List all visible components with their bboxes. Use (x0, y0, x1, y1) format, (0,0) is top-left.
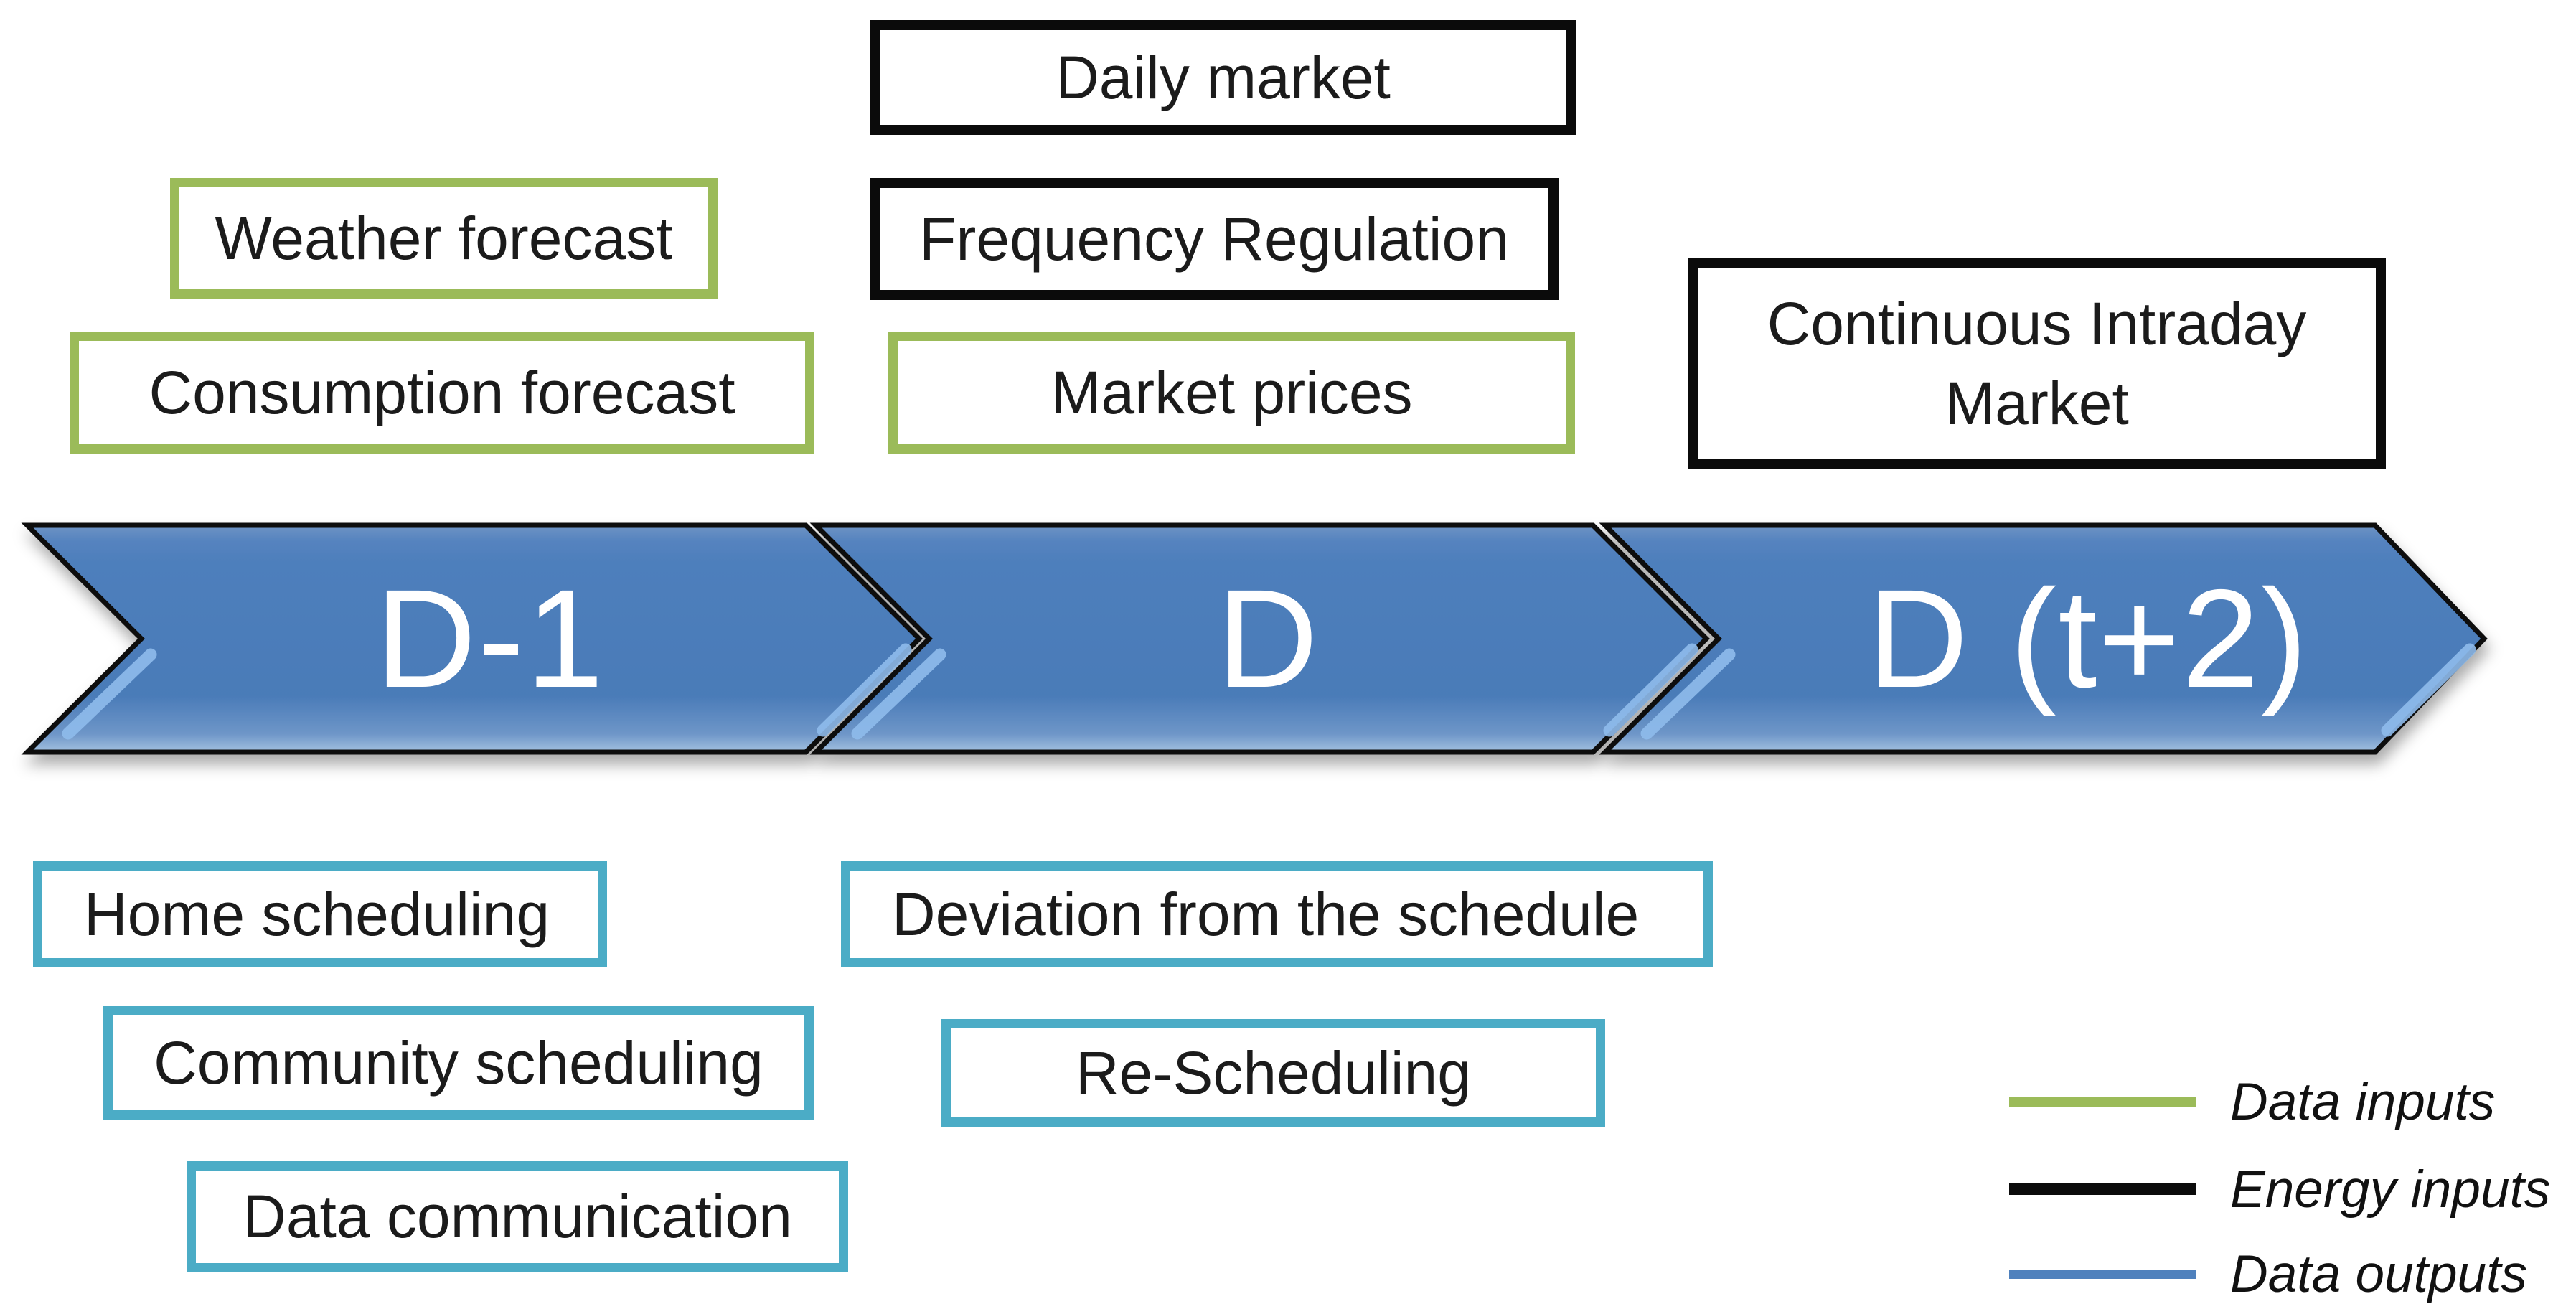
box-market-prices-label: Market prices (1050, 358, 1413, 426)
legend-swatch-data-outputs (2009, 1269, 2196, 1279)
legend-item-energy-inputs: Energy inputs (2009, 1153, 2550, 1225)
box-continuous-intraday-market-label: Continuous Intraday Market (1767, 289, 2307, 437)
box-daily-market-label: Daily market (1056, 43, 1391, 111)
legend-swatch-data-inputs (2009, 1097, 2196, 1107)
box-frequency-regulation: Frequency Regulation (870, 178, 1559, 300)
box-consumption-forecast-label: Consumption forecast (149, 358, 735, 426)
box-data-communication-label: Data communication (243, 1183, 792, 1251)
chevron-gloss-highlights (62, 643, 2476, 740)
box-continuous-intraday-market: Continuous Intraday Market (1688, 258, 2386, 469)
box-re-scheduling-label: Re-Scheduling (1075, 1038, 1471, 1107)
box-consumption-forecast: Consumption forecast (70, 332, 814, 454)
box-deviation-from-schedule-label: Deviation from the schedule (892, 880, 1640, 948)
box-home-scheduling: Home scheduling (33, 861, 607, 967)
timeline-chevron-d-t-plus-2 (1599, 522, 2488, 755)
legend-item-data-inputs: Data inputs (2009, 1066, 2495, 1138)
box-weather-forecast: Weather forecast (170, 178, 718, 299)
stage-label-d-t-plus-2: D (t+2) (1867, 560, 2309, 717)
stage-label-d-minus-1: D-1 (375, 560, 606, 717)
legend-label-data-outputs: Data outputs (2230, 1244, 2527, 1303)
box-daily-market: Daily market (870, 20, 1576, 135)
legend-label-data-inputs: Data inputs (2230, 1072, 2496, 1131)
timeline-chevron-d (809, 522, 1710, 755)
box-frequency-regulation-label: Frequency Regulation (919, 205, 1509, 273)
box-weather-forecast-label: Weather forecast (215, 204, 673, 272)
timeline-chevron-d-minus-1 (21, 522, 923, 755)
box-community-scheduling: Community scheduling (103, 1006, 814, 1120)
legend-swatch-energy-inputs (2009, 1183, 2196, 1195)
box-home-scheduling-label: Home scheduling (84, 880, 550, 948)
box-community-scheduling-label: Community scheduling (154, 1028, 763, 1097)
box-re-scheduling: Re-Scheduling (941, 1019, 1605, 1127)
box-data-communication: Data communication (187, 1161, 848, 1272)
legend-label-energy-inputs: Energy inputs (2230, 1160, 2551, 1219)
box-deviation-from-schedule: Deviation from the schedule (841, 861, 1713, 967)
stage-label-d: D (1217, 560, 1320, 717)
box-market-prices: Market prices (888, 332, 1575, 454)
legend-item-data-outputs: Data outputs (2009, 1238, 2527, 1304)
